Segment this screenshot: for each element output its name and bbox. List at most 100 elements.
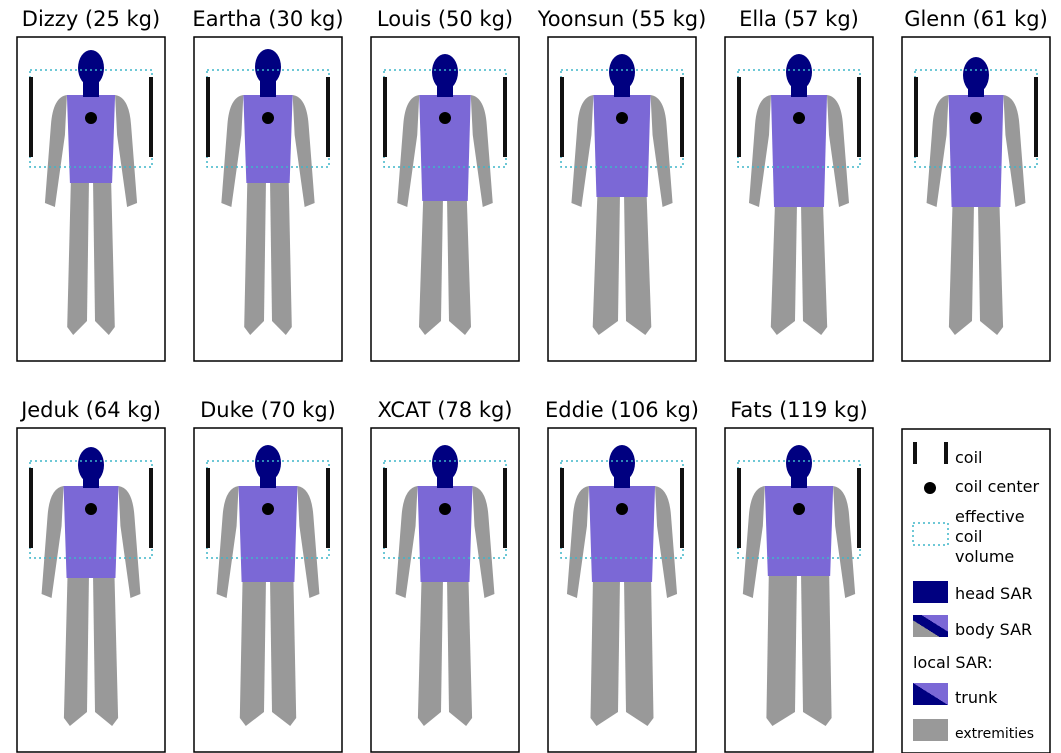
- trunk: [771, 95, 827, 207]
- coil-right: [149, 77, 153, 157]
- right-leg: [801, 572, 832, 726]
- trunk: [239, 486, 298, 582]
- right-leg: [93, 179, 115, 335]
- right-leg: [801, 203, 827, 335]
- legend-local-sar-label: local SAR:: [913, 653, 993, 672]
- model-title: Duke (70 kg): [200, 398, 336, 422]
- coil-center: [793, 112, 805, 124]
- legend-effective-label-2: coil: [955, 527, 982, 546]
- coil-center: [970, 112, 982, 124]
- model-title: Dizzy (25 kg): [22, 7, 160, 31]
- right-leg: [624, 193, 651, 335]
- legend-body-sar-label: body SAR: [955, 620, 1032, 639]
- coil-left: [29, 468, 33, 548]
- coil-center: [439, 503, 451, 515]
- legend-coil-swatch-left: [913, 442, 917, 464]
- legend-trunk-label: trunk: [955, 688, 998, 707]
- legend-coil-label: coil: [955, 448, 982, 467]
- coil-center: [616, 503, 628, 515]
- legend-extremities-label: extremities: [955, 726, 1034, 742]
- coil-right: [680, 468, 684, 548]
- model-panel: Eartha (30 kg): [192, 7, 343, 361]
- left-leg: [591, 578, 621, 726]
- model-title: XCAT (78 kg): [377, 398, 512, 422]
- model-title: Jeduk (64 kg): [19, 398, 161, 422]
- legend-trunk-swatch: [913, 683, 948, 705]
- coil-left: [737, 468, 741, 548]
- legend-extremities-swatch: [913, 719, 948, 741]
- coil-left: [560, 468, 564, 548]
- head: [432, 445, 458, 481]
- right-leg: [624, 578, 654, 726]
- model-panel: XCAT (78 kg): [371, 398, 519, 752]
- model-panel: Glenn (61 kg): [902, 7, 1050, 361]
- head: [963, 57, 989, 93]
- trunk: [589, 486, 655, 582]
- model-panel: Dizzy (25 kg): [17, 7, 165, 361]
- left-leg: [418, 578, 443, 726]
- legend-effective-label-1: effective: [955, 507, 1025, 526]
- head: [786, 445, 812, 481]
- model-title: Glenn (61 kg): [904, 7, 1048, 31]
- legend-coil-center-swatch: [924, 482, 936, 494]
- coil-left: [737, 77, 741, 157]
- coil-left: [206, 468, 210, 548]
- coil-left: [383, 77, 387, 157]
- right-leg: [93, 574, 118, 726]
- right-leg: [447, 197, 471, 335]
- trunk: [949, 95, 1004, 207]
- left-leg: [766, 572, 797, 726]
- head: [609, 54, 635, 90]
- coil-center: [439, 112, 451, 124]
- coil-right: [857, 468, 861, 548]
- coil-center: [262, 503, 274, 515]
- legend-effective-label-3: volume: [955, 547, 1014, 566]
- head: [78, 50, 104, 86]
- model-panels: Dizzy (25 kg) Eartha (30 kg) Louis (50 kg)…: [17, 7, 1050, 752]
- legend: coil coil center effective coil volume h…: [902, 429, 1050, 753]
- model-panel: Duke (70 kg): [194, 398, 342, 752]
- left-leg: [949, 203, 974, 335]
- coil-center: [793, 503, 805, 515]
- model-title: Eartha (30 kg): [192, 7, 343, 31]
- coil-center: [616, 112, 628, 124]
- left-leg: [244, 179, 266, 335]
- head: [786, 54, 812, 90]
- model-panel: Louis (50 kg): [371, 7, 519, 361]
- right-leg: [978, 203, 1003, 335]
- coil-left: [206, 77, 210, 157]
- left-leg: [64, 574, 89, 726]
- coil-center: [85, 503, 97, 515]
- coil-right: [326, 77, 330, 157]
- model-title: Ella (57 kg): [739, 7, 859, 31]
- coil-left: [914, 77, 918, 157]
- head: [78, 447, 104, 483]
- coil-left: [29, 77, 33, 157]
- coil-right: [857, 77, 861, 157]
- legend-coil-center-label: coil center: [955, 477, 1039, 496]
- coil-center: [85, 112, 97, 124]
- right-leg: [447, 578, 472, 726]
- coil-right: [326, 468, 330, 548]
- coil-right: [1034, 77, 1038, 157]
- left-leg: [419, 197, 443, 335]
- head: [255, 49, 281, 85]
- coil-right: [503, 468, 507, 548]
- legend-coil-swatch-right: [944, 442, 948, 464]
- model-panel: Yoonsun (55 kg): [537, 7, 707, 361]
- model-panel: Ella (57 kg): [725, 7, 873, 361]
- left-leg: [593, 193, 620, 335]
- model-panel: Fats (119 kg): [725, 398, 873, 752]
- left-leg: [240, 578, 266, 726]
- model-title: Eddie (106 kg): [545, 398, 699, 422]
- trunk: [418, 486, 473, 582]
- coil-right: [680, 77, 684, 157]
- head: [609, 445, 635, 481]
- model-panel: Jeduk (64 kg): [17, 398, 165, 752]
- model-title: Yoonsun (55 kg): [537, 7, 707, 31]
- right-leg: [270, 578, 296, 726]
- legend-head-sar-swatch: [913, 581, 948, 603]
- left-leg: [771, 203, 797, 335]
- coil-right: [149, 468, 153, 548]
- left-leg: [67, 179, 89, 335]
